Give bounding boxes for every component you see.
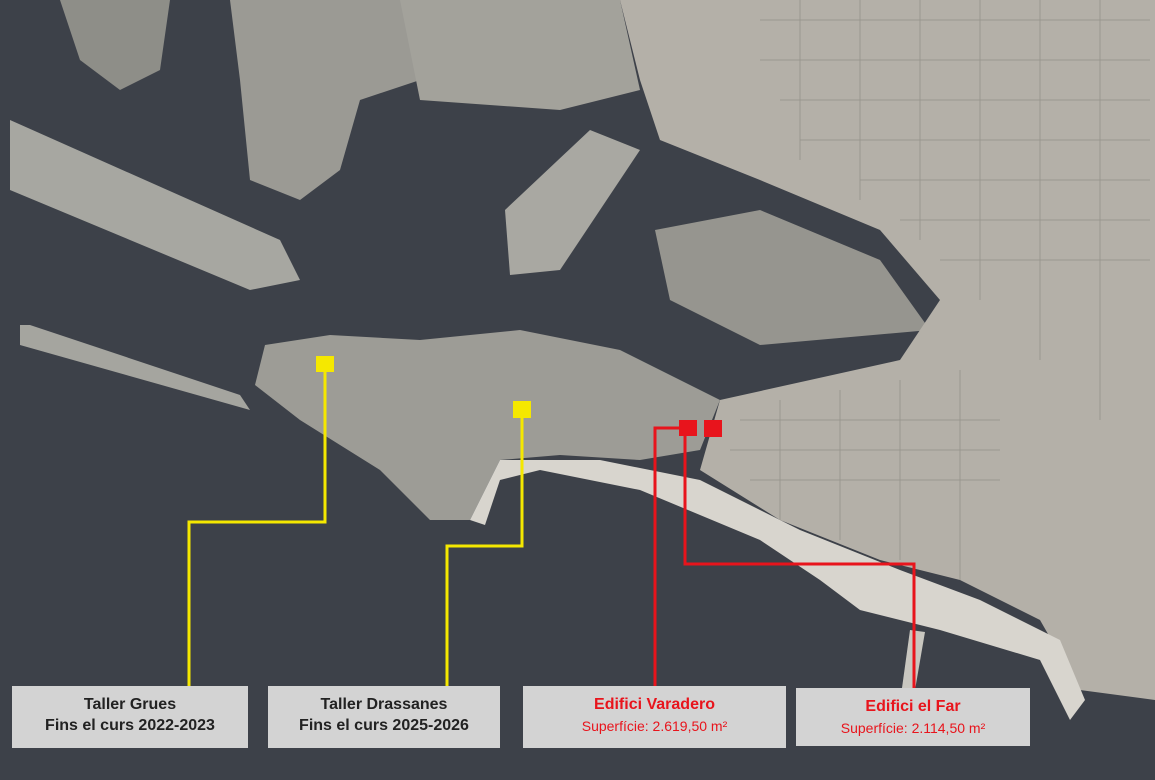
- drassanes-marker: [513, 401, 531, 418]
- varadero-title: Edifici Varadero: [594, 696, 715, 713]
- grues-period: Fins el curs 2022-2023: [45, 717, 215, 734]
- far-area: Superfície: 2.114,50 m²: [840, 720, 986, 736]
- far-title: Edifici el Far: [865, 698, 961, 715]
- label-taller-grues: Taller Grues Fins el curs 2022-2023: [12, 686, 248, 748]
- city-area: [620, 0, 1155, 700]
- drassanes-leader-line: [445, 410, 524, 686]
- port-buildings-north: [400, 0, 640, 110]
- varadero-area: Superfície: 2.619,50 m²: [581, 718, 728, 734]
- grues-marker: [316, 356, 334, 372]
- far-leader-line: [683, 430, 916, 688]
- label-edifici-varadero: Edifici Varadero Superfície: 2.619,50 m²: [523, 686, 786, 748]
- label-edifici-el-far: Edifici el Far Superfície: 2.114,50 m²: [796, 688, 1030, 746]
- varadero-marker: [679, 420, 697, 436]
- south-port: [255, 330, 720, 520]
- grues-leader-line: [187, 368, 327, 686]
- west-pier: [10, 120, 300, 290]
- grues-title: Taller Grues: [83, 696, 177, 713]
- far-marker: [704, 420, 722, 437]
- drassanes-period: Fins el curs 2025-2026: [299, 717, 469, 734]
- north-dock: [230, 0, 420, 200]
- city-grid: [730, 0, 1150, 580]
- central-pier: [505, 130, 640, 275]
- varadero-leader-line: [653, 426, 688, 686]
- north-dock-west: [60, 0, 170, 90]
- breakwater: [20, 325, 250, 410]
- marina-east: [655, 210, 930, 345]
- drassanes-title: Taller Drassanes: [320, 696, 448, 713]
- label-taller-drassanes: Taller Drassanes Fins el curs 2025-2026: [268, 686, 500, 748]
